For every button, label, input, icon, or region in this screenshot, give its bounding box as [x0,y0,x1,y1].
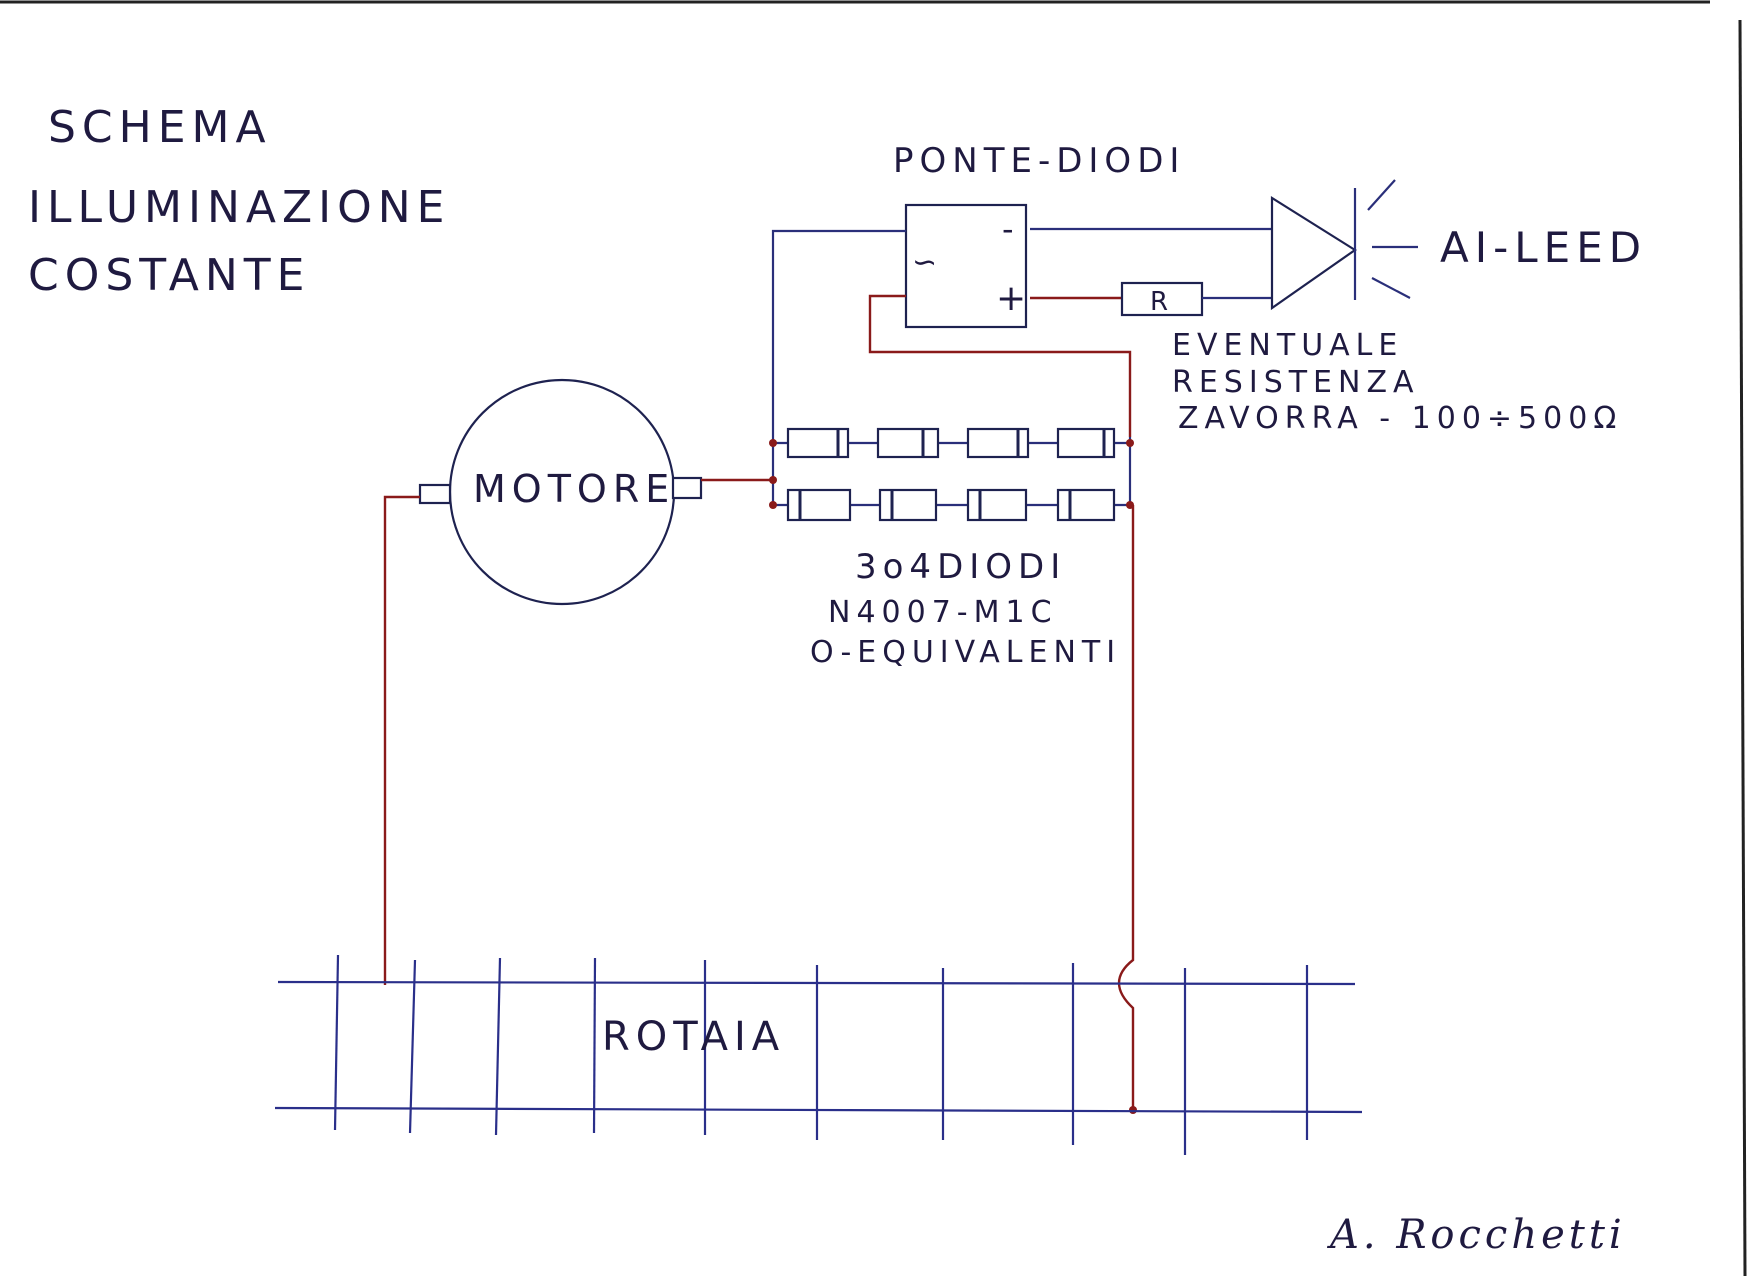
diode-upper-2 [876,427,940,459]
bridge-minus-symbol: - [1002,210,1020,248]
title-line-3: COSTANTE [28,250,310,301]
sleeper-4 [592,957,597,1134]
junction-right-top [1126,439,1134,447]
rail-label: ROTAIA [602,1014,785,1060]
led-symbol [1270,196,1357,311]
junction-rail-bottom [1129,1106,1137,1114]
bridge-plus-symbol: + [996,278,1032,319]
resistor-label: R [1150,287,1174,317]
title-line-2: ILLUMINAZIONE [28,182,450,233]
title-line-1: SCHEMA [48,102,272,153]
diode-lower-3 [966,488,1028,522]
led-ray-3 [1371,277,1411,299]
paper-right-edge [1738,19,1747,1276]
junction-left-bottom [769,501,777,509]
junction-left-top [769,439,777,447]
motor-label: MOTORE [473,467,675,511]
led-ray-1 [1367,179,1396,211]
sleeper-3 [494,957,502,1136]
sleeper-1 [333,954,340,1131]
diode-lower-1 [786,488,852,522]
bridge-label: PONTE-DIODI [893,141,1185,181]
sleeper-2 [408,959,417,1134]
resistor-note-line-1: EVENTUALE [1172,328,1403,363]
signature: A. Rocchetti [1326,1212,1626,1258]
rail-bottom [274,1106,1363,1114]
diodes-label-line-2: N4007-M1C [828,595,1058,630]
resistor-note-line-2: RESISTENZA [1172,365,1420,400]
diodes-label-line-3: O-EQUIVALENTI [810,635,1121,670]
diode-bridge [904,203,1028,329]
junction-left-mid [769,476,777,484]
wire-bridge-ac-right [868,294,1132,437]
wire-bridge-ac-left [771,229,906,437]
ballast-resistor [1120,281,1204,317]
diode-upper-4 [1056,427,1116,459]
wire-motor-to-rail-top [383,495,420,985]
wire-diodes-to-rail-bottom [1117,505,1135,1110]
diodes-label-line-1: 3o4DIODI [855,547,1066,587]
diode-lower-2 [878,488,938,522]
diode-lower-4 [1056,488,1116,522]
bridge-ac-symbol: ∽ [912,245,943,280]
resistor-note-line-3: ZAVORRA - 100÷500Ω [1178,401,1622,436]
motor-terminal-left [418,483,452,505]
led-label: AI-LEED [1440,223,1647,272]
motor-terminal-right [671,476,703,500]
